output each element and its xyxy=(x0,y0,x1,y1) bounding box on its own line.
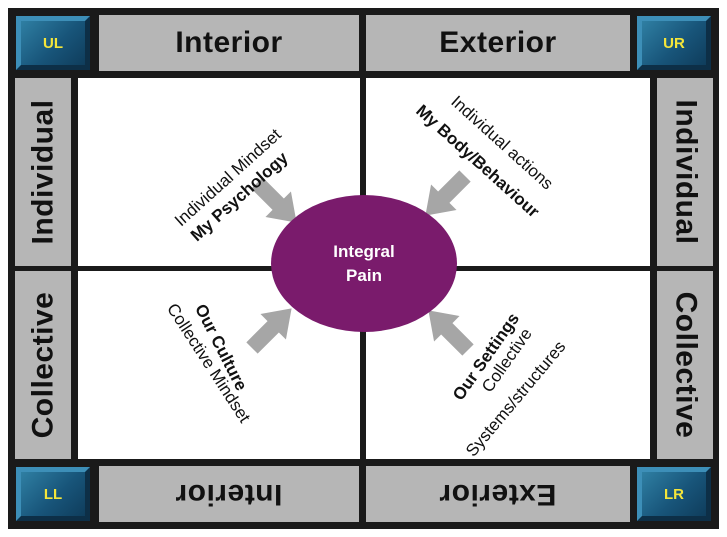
corner-ur: UR xyxy=(637,16,711,70)
corner-ul: UL xyxy=(16,16,90,70)
band-bottom-left: Interior xyxy=(99,466,359,522)
corner-ur-label: UR xyxy=(663,34,685,52)
arrow-lower-left xyxy=(246,308,292,354)
band-left-top: Individual xyxy=(15,78,71,266)
band-top-left: Interior xyxy=(99,15,359,71)
arrow-upper-left xyxy=(251,177,297,223)
corner-lr-label: LR xyxy=(664,485,684,503)
band-right-bottom: Collective xyxy=(657,271,713,459)
center-line1: Integral xyxy=(333,241,395,261)
corner-lr: LR xyxy=(637,467,711,521)
band-top-right: Exterior xyxy=(366,15,630,71)
corner-ll-label: LL xyxy=(43,485,63,503)
band-bottom-right: Exterior xyxy=(366,466,630,522)
corner-ll: LL xyxy=(16,467,90,521)
arrow-lower-right xyxy=(428,310,474,356)
band-left-bottom: Collective xyxy=(15,271,71,459)
center-line2: Pain xyxy=(346,265,382,285)
band-top-right-label: Exterior xyxy=(439,26,557,59)
corner-ul-label: UL xyxy=(43,34,63,52)
band-top-left-label: Interior xyxy=(175,26,283,59)
integral-pain-ellipse: Integral Pain xyxy=(271,195,457,332)
band-right-top: Individual xyxy=(657,78,713,266)
arrow-upper-right xyxy=(425,170,471,216)
